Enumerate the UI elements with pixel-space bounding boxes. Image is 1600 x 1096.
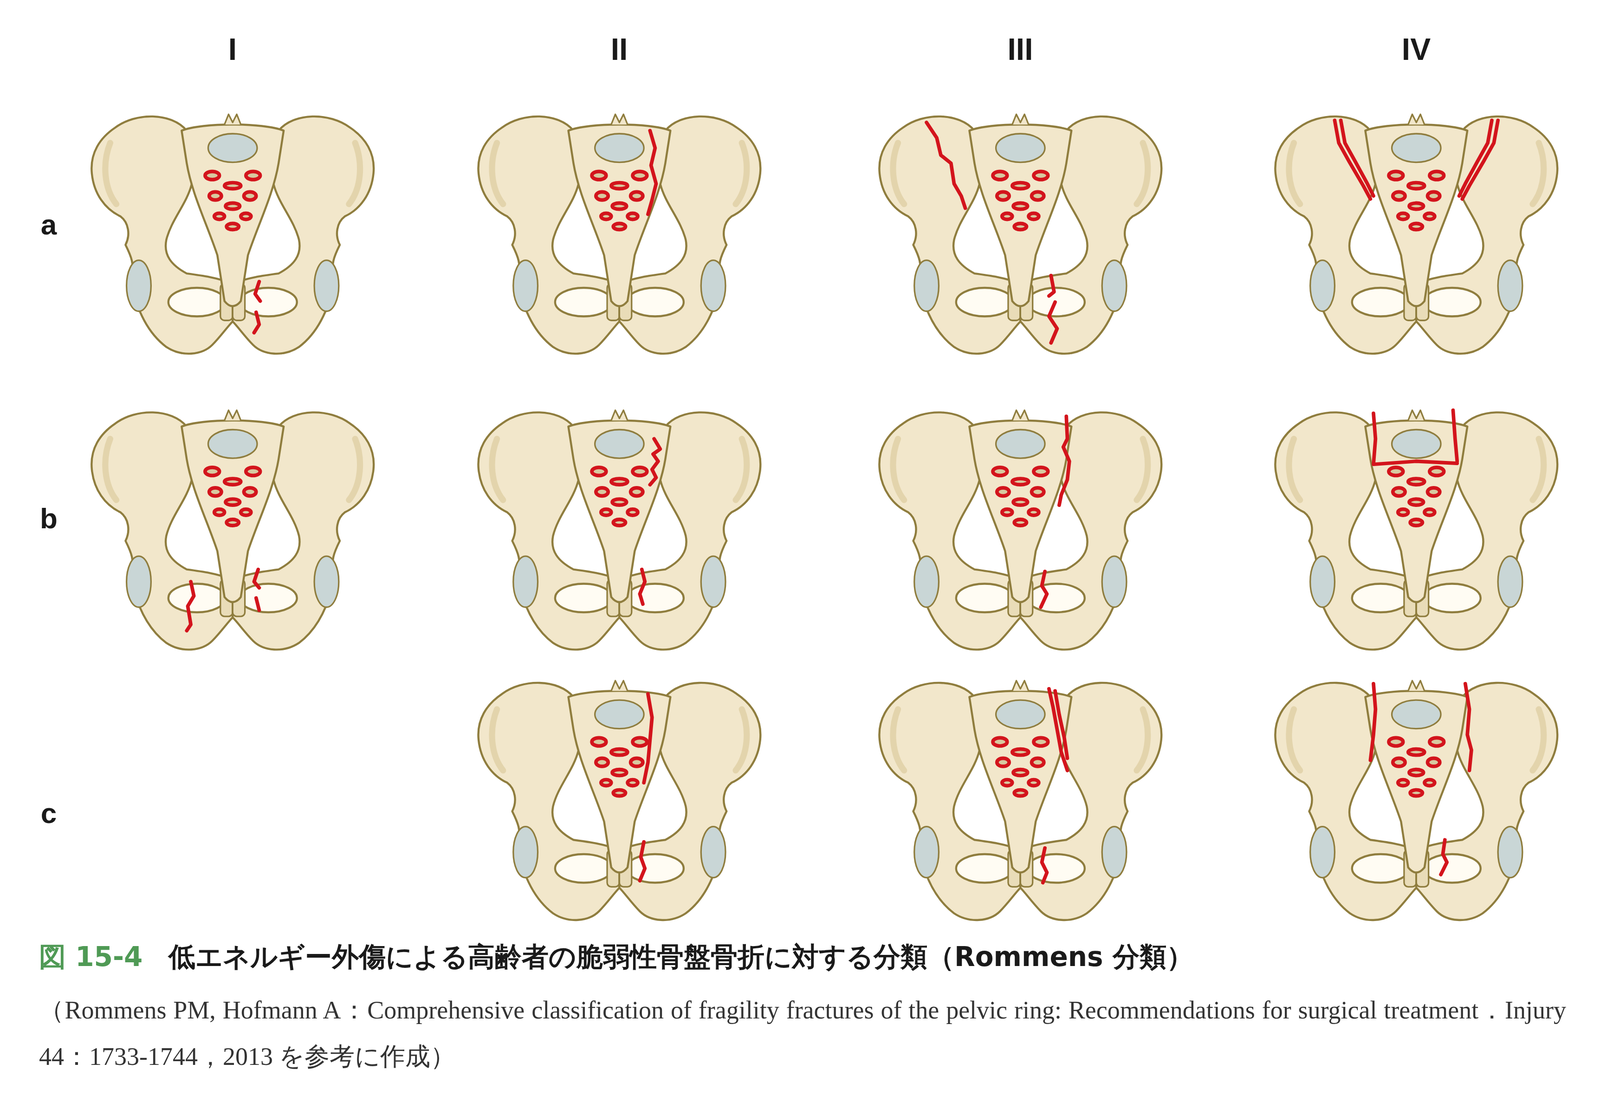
row-label: a bbox=[40, 210, 57, 240]
type-iic bbox=[478, 680, 761, 920]
type-iiib bbox=[879, 410, 1162, 650]
row-label: b bbox=[39, 504, 58, 533]
figure-caption: 低エネルギー外傷による高齢者の脆弱性骨盤骨折に対する分類（Rommens 分類） bbox=[168, 940, 1194, 974]
type-iva bbox=[1275, 114, 1558, 354]
type-ivc bbox=[1275, 680, 1558, 920]
type-iiia bbox=[879, 114, 1162, 354]
type-ib bbox=[91, 410, 374, 650]
type-iib bbox=[478, 410, 761, 650]
column-label: III bbox=[1007, 33, 1033, 65]
figure-number: 図 15-4 bbox=[38, 940, 143, 974]
type-iia bbox=[478, 114, 761, 354]
reference-note: （Rommens PM, Hofmann A：Comprehensive cla… bbox=[38, 986, 1567, 1080]
column-label: II bbox=[610, 33, 629, 65]
row-label: c bbox=[40, 798, 57, 828]
type-ia bbox=[91, 114, 374, 354]
column-label: I bbox=[228, 33, 237, 65]
type-ivb bbox=[1275, 410, 1558, 650]
column-label: IV bbox=[1401, 33, 1431, 65]
type-iiic bbox=[879, 680, 1162, 920]
